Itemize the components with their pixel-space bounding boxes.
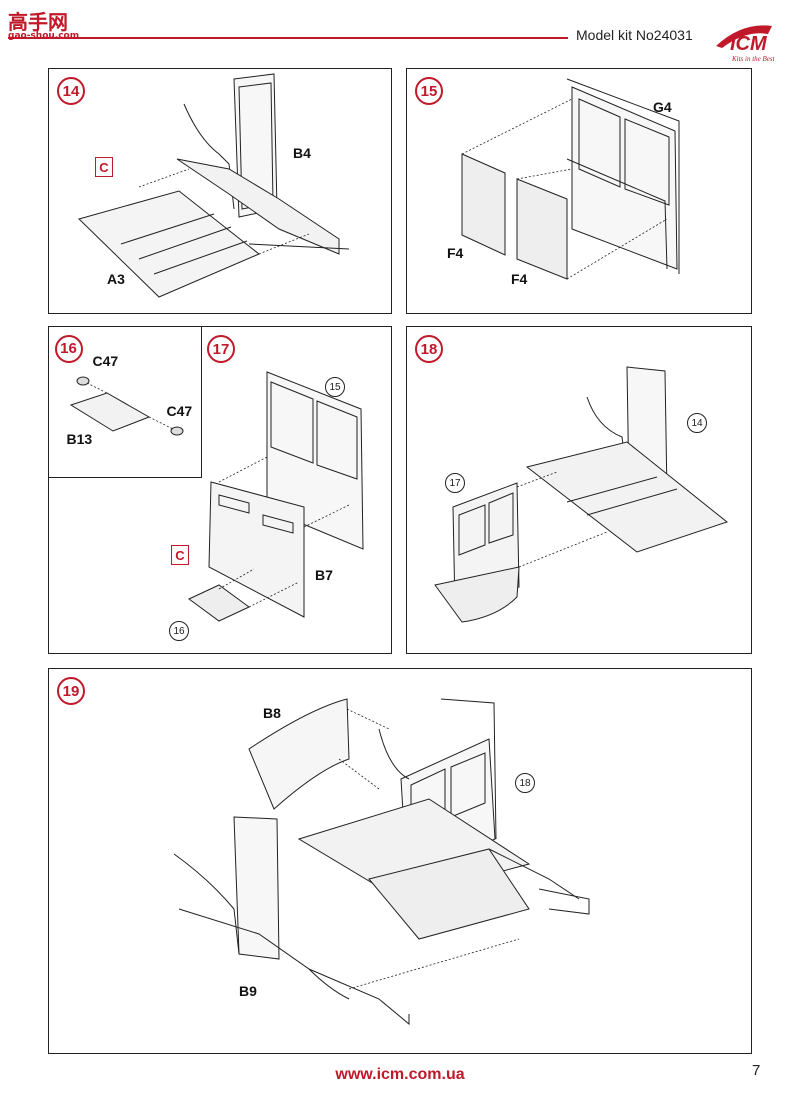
step-14-drawing (78, 73, 350, 298)
step-19-panel: 19 18 B8 B9 (48, 668, 752, 1054)
step-15-panel: 15 G4 F4 F4 (406, 68, 752, 314)
color-code-badge: C (171, 545, 189, 565)
reference-step: 17 (445, 473, 465, 493)
part-label: F4 (447, 245, 464, 261)
part-label: B7 (315, 567, 333, 583)
step-16-inset: 16 C47 C47 B13 (47, 325, 202, 478)
step-number: 18 (415, 335, 443, 363)
step-18-panel: 18 14 17 (406, 326, 752, 654)
watermark-site-name: 高手网 (8, 10, 68, 34)
page-number: 7 (752, 1062, 761, 1079)
part-label: F4 (511, 271, 528, 287)
step-number: 16 (54, 334, 83, 363)
icm-logo: ICM Kits in the Best (716, 25, 776, 63)
part-label: C47 (92, 352, 119, 369)
kit-number: Model kit No24031 (576, 27, 693, 43)
step-18-drawing (434, 366, 729, 623)
step-number: 17 (207, 335, 235, 363)
step-16-drawing (69, 376, 183, 435)
part-label: B9 (239, 983, 257, 999)
logo-text: ICM (730, 33, 768, 55)
part-label: B4 (293, 145, 311, 161)
part-label: B8 (263, 705, 281, 721)
watermark-site: 高手网 gao-shou.com (8, 6, 79, 41)
color-code-badge: C (95, 157, 113, 177)
reference-step: 18 (515, 773, 535, 793)
step-number: 15 (415, 77, 443, 105)
watermark-site-url: gao-shou.com (8, 31, 80, 41)
step-17-drawing (188, 371, 364, 622)
step-number: 14 (57, 77, 85, 105)
reference-step: 16 (169, 621, 189, 641)
reference-step: 14 (687, 413, 707, 433)
reference-step: 15 (325, 377, 345, 397)
part-label: A3 (107, 271, 125, 287)
part-label: B13 (66, 430, 93, 447)
header-rule (8, 37, 568, 39)
step-17-panel: 16 C47 C47 B13 17 15 C B7 16 (47, 325, 392, 654)
step-15-drawing (461, 78, 680, 280)
step-14-panel: 14 C B4 A3 (48, 68, 392, 314)
part-label: C47 (166, 402, 193, 419)
part-label: G4 (653, 99, 672, 115)
step-number: 19 (57, 677, 85, 705)
step-19-drawing (173, 698, 590, 1026)
logo-tagline: Kits in the Best (731, 55, 776, 63)
footer-url[interactable]: www.icm.com.ua (335, 1066, 465, 1083)
